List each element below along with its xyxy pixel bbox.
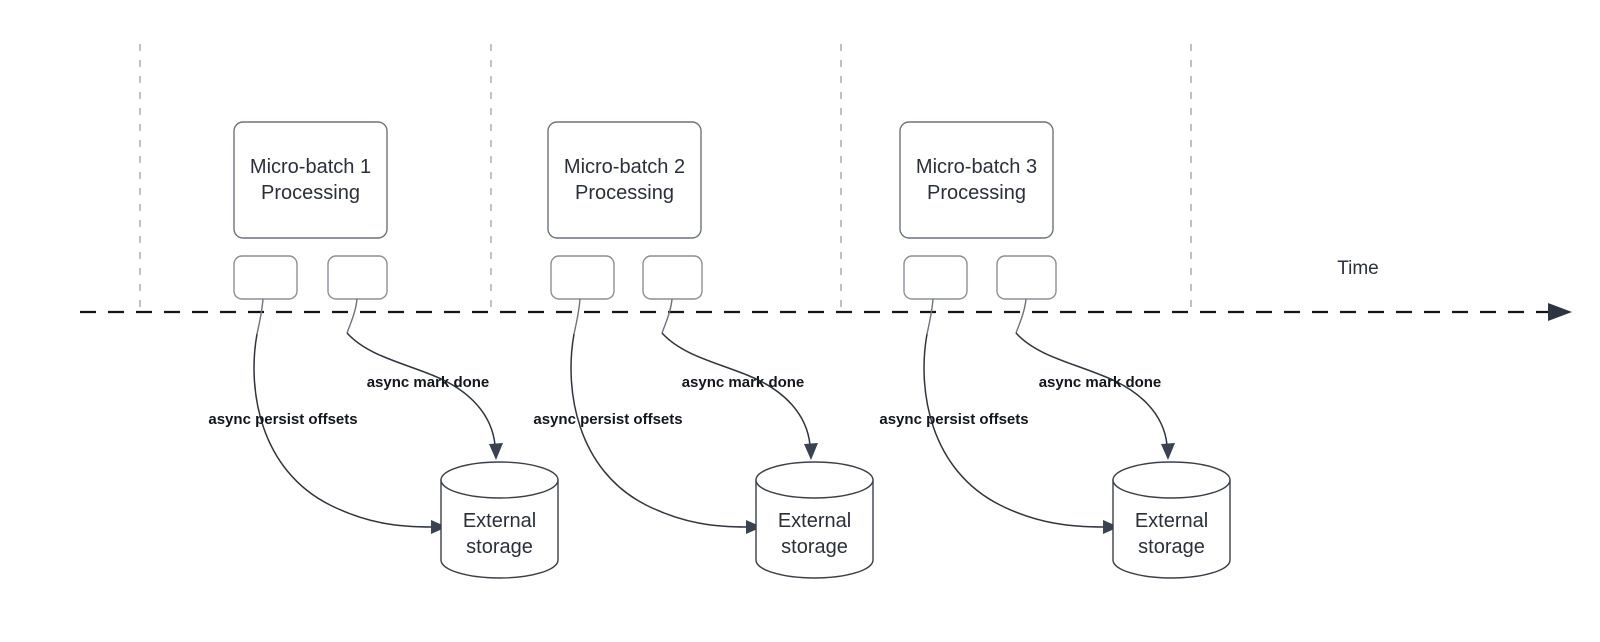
micro-batch-1-label-line2: Processing — [261, 182, 360, 204]
micro-batch-3-box[interactable] — [899, 121, 1054, 239]
external-storage-3-body — [1112, 479, 1231, 579]
arrow-head-mark-1 — [489, 443, 503, 460]
external-storage-3-label-line2: storage — [1138, 536, 1205, 558]
mini-box-persist-2[interactable] — [550, 255, 615, 300]
mini-box-mark-2[interactable] — [642, 255, 703, 300]
external-storage-2-label-line1: External — [778, 510, 851, 532]
external-storage-2[interactable]: External storage — [755, 461, 874, 579]
external-storage-2-label-line2: storage — [781, 536, 848, 558]
external-storage-3-top — [1112, 461, 1231, 499]
arrow-head-mark-2 — [804, 443, 818, 460]
external-storage-2-body — [755, 479, 874, 579]
mini-box-persist-3[interactable] — [903, 255, 968, 300]
micro-batch-2-box[interactable] — [547, 121, 702, 239]
edge-async-mark-done-3 — [1015, 332, 1168, 446]
external-storage-3[interactable]: External storage — [1112, 461, 1231, 579]
group-1: Micro-batch 1 Processing async mark done… — [208, 121, 559, 579]
label-async-mark-done-1: async mark done — [367, 374, 490, 391]
label-async-mark-done-3: async mark done — [1039, 374, 1162, 391]
micro-batch-3-label-line1: Micro-batch 3 — [916, 156, 1037, 178]
arrow-head-persist-1 — [431, 520, 447, 534]
time-axis-arrow-icon — [1548, 303, 1572, 321]
label-async-persist-offsets-3: async persist offsets — [879, 411, 1028, 428]
micro-batch-1-box[interactable] — [233, 121, 388, 239]
micro-batch-3-label-line2: Processing — [927, 182, 1026, 204]
arrow-head-persist-3 — [1103, 520, 1119, 534]
edge-async-persist-offsets-1 — [253, 333, 433, 528]
external-storage-3-label-line1: External — [1135, 510, 1208, 532]
edge-async-mark-done-2 — [661, 332, 811, 446]
external-storage-1-body — [440, 479, 559, 579]
group-2: Micro-batch 2 Processing async mark done… — [533, 121, 874, 579]
micro-batch-2-label-line1: Micro-batch 2 — [564, 156, 685, 178]
time-axis — [80, 303, 1572, 321]
time-axis-label: Time — [1337, 258, 1379, 279]
mini-box-persist-1[interactable] — [233, 255, 298, 300]
edge-async-persist-offsets-3 — [923, 333, 1105, 528]
stem-mark-1 — [346, 298, 358, 334]
stem-mark-2 — [661, 298, 673, 334]
label-async-persist-offsets-2: async persist offsets — [533, 411, 682, 428]
stem-mark-3 — [1015, 298, 1027, 334]
micro-batch-1-label-line1: Micro-batch 1 — [250, 156, 371, 178]
stem-persist-3 — [926, 298, 934, 335]
label-async-persist-offsets-1: async persist offsets — [208, 411, 357, 428]
group-3: Micro-batch 3 Processing async mark done… — [879, 121, 1231, 579]
arrow-head-mark-3 — [1161, 443, 1175, 460]
arrow-head-persist-2 — [746, 520, 762, 534]
external-storage-2-top — [755, 461, 874, 499]
stem-persist-2 — [573, 298, 581, 335]
mini-box-mark-1[interactable] — [327, 255, 388, 300]
external-storage-1-label-line1: External — [463, 510, 536, 532]
boundary-lines — [139, 44, 1192, 312]
edge-async-persist-offsets-2 — [570, 333, 748, 528]
stem-persist-1 — [256, 298, 264, 335]
mini-box-mark-3[interactable] — [996, 255, 1057, 300]
label-async-mark-done-2: async mark done — [682, 374, 805, 391]
micro-batch-2-label-line2: Processing — [575, 182, 674, 204]
external-storage-1-top — [440, 461, 559, 499]
edge-async-mark-done-1 — [346, 332, 496, 446]
external-storage-1-label-line2: storage — [466, 536, 533, 558]
external-storage-1[interactable]: External storage — [440, 461, 559, 579]
